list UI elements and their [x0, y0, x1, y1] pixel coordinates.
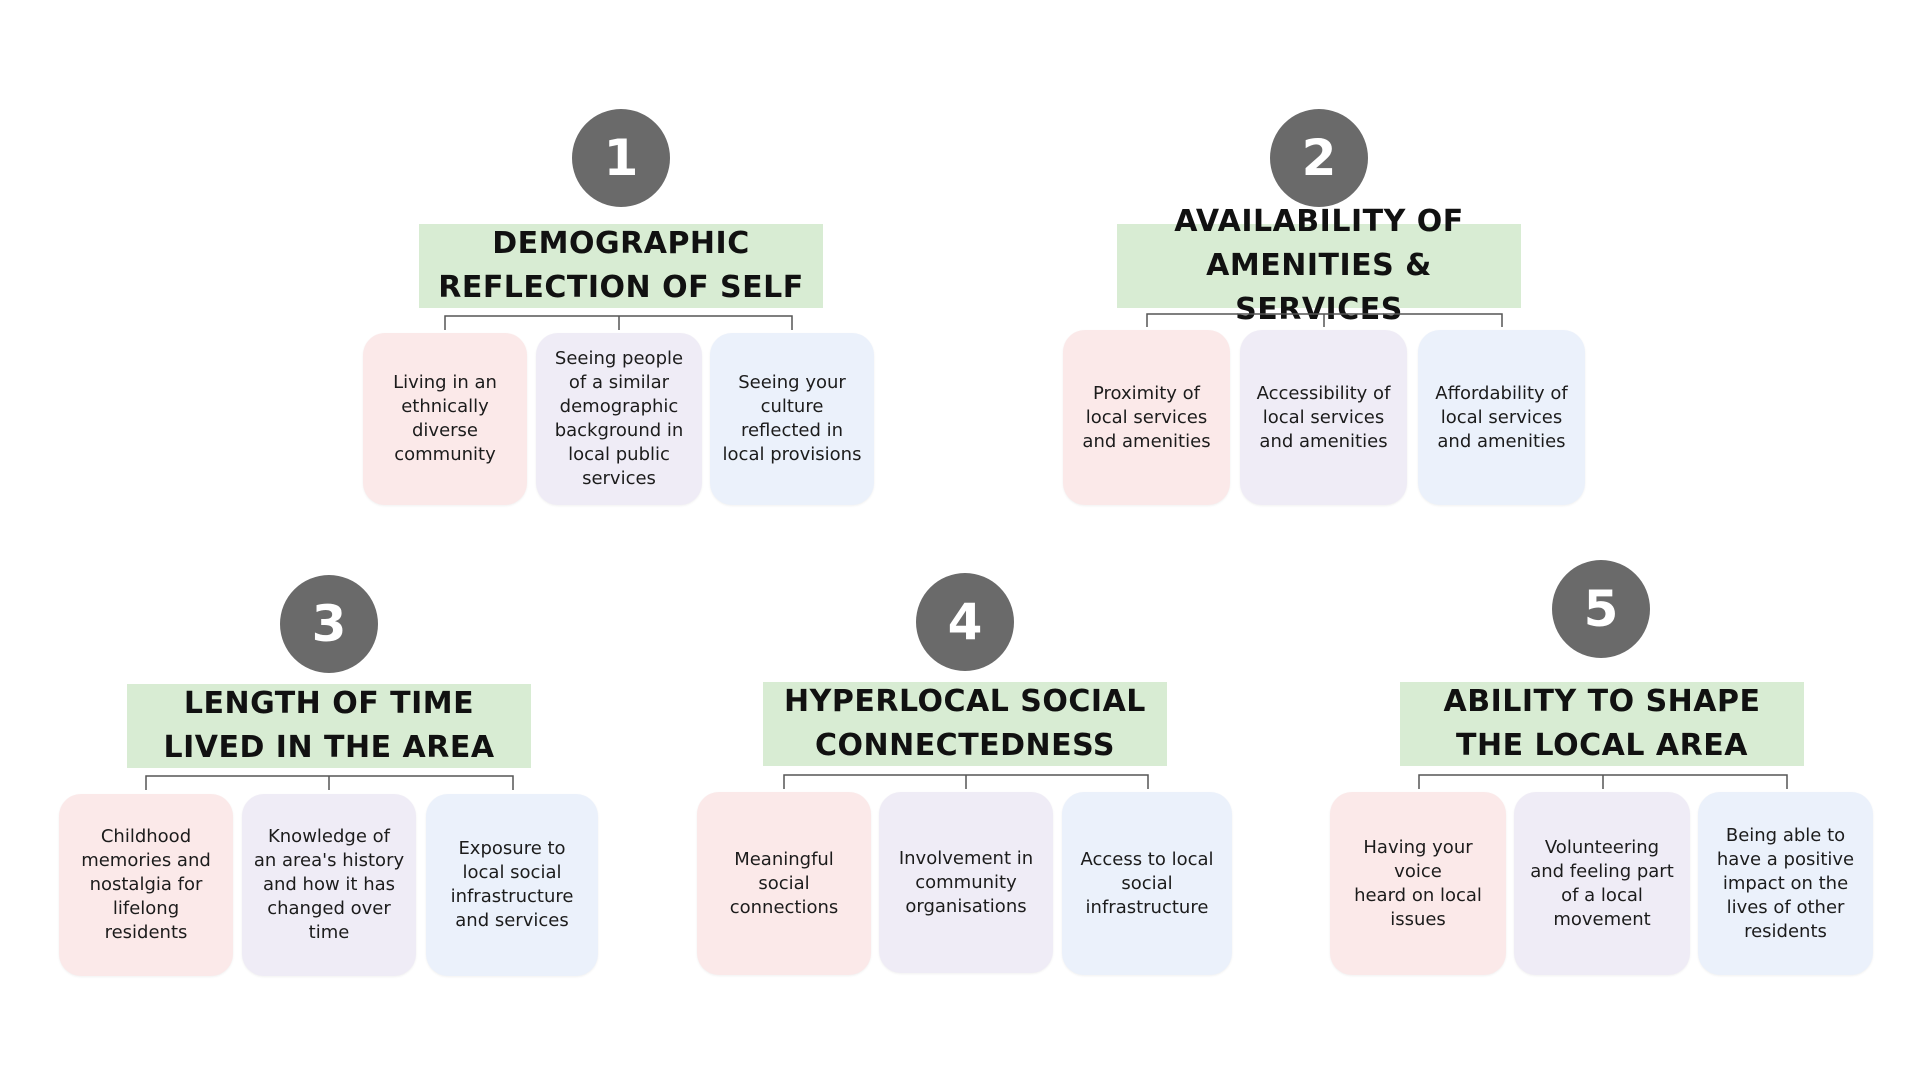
- group-5-title: ABILITY TO SHAPE THE LOCAL AREA: [1400, 682, 1804, 766]
- group-1-card-2: Seeing people of a similar demographic b…: [536, 333, 702, 505]
- group-3-card-2: Knowledge of an area's history and how i…: [242, 794, 416, 976]
- group-5-number-circle: 5: [1552, 560, 1650, 658]
- group-1-title: DEMOGRAPHIC REFLECTION OF SELF: [419, 224, 823, 308]
- group-4-card-2: Involvement in community organisations: [879, 792, 1053, 973]
- group-3-card-3: Exposure to local social infrastructure …: [426, 794, 598, 976]
- group-2-number-circle: 2: [1270, 109, 1368, 207]
- group-3-card-1: Childhood memories and nostalgia for lif…: [59, 794, 233, 976]
- group-5-card-3: Being able to have a positive impact on …: [1698, 792, 1873, 975]
- group-2-card-1: Proximity of local services and amenitie…: [1063, 330, 1230, 505]
- group-1-card-1: Living in an ethnically diverse communit…: [363, 333, 527, 505]
- group-3-title: LENGTH OF TIME LIVED IN THE AREA: [127, 684, 531, 768]
- group-4-card-3: Access to local social infrastructure: [1062, 792, 1232, 975]
- group-3-number-circle: 3: [280, 575, 378, 673]
- group-4-title: HYPERLOCAL SOCIAL CONNECTEDNESS: [763, 682, 1167, 766]
- group-5-card-2: Volunteering and feeling part of a local…: [1514, 792, 1690, 975]
- group-2-title: AVAILABILITY OF AMENITIES & SERVICES: [1117, 204, 1521, 327]
- group-2-card-3: Affordability of local services and amen…: [1418, 330, 1585, 505]
- group-1-card-3: Seeing your culture reflected in local p…: [710, 333, 874, 505]
- group-2-card-2: Accessibility of local services and amen…: [1240, 330, 1407, 505]
- group-5-card-1: Having your voice heard on local issues: [1330, 792, 1506, 975]
- group-1-number-circle: 1: [572, 109, 670, 207]
- group-4-number-circle: 4: [916, 573, 1014, 671]
- group-4-card-1: Meaningful social connections: [697, 792, 871, 975]
